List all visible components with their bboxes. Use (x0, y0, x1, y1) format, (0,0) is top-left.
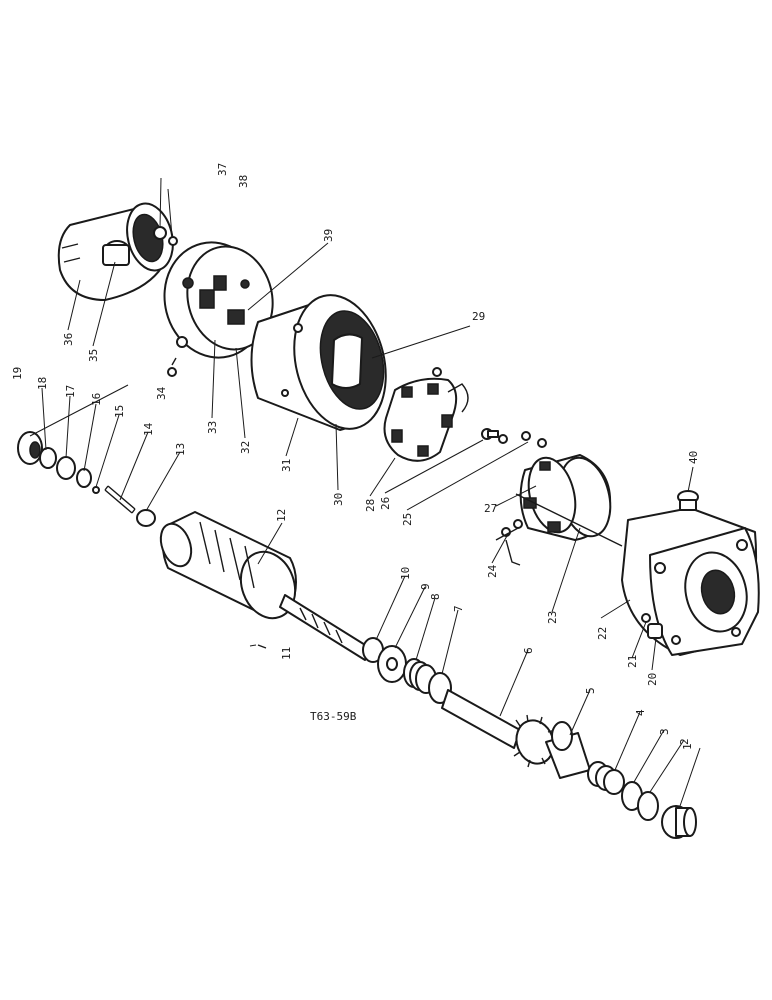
callout-19: 19 (11, 367, 24, 380)
ball-15 (92, 486, 100, 494)
pin-11 (257, 644, 267, 649)
washer-18 (39, 447, 57, 469)
callout-10: 10 (399, 567, 412, 580)
washer-16 (76, 468, 92, 488)
brush-holder (163, 241, 274, 359)
callout-14: 14 (142, 422, 155, 436)
armature (159, 511, 371, 661)
callout-39: 39 (322, 229, 335, 242)
screw-21 (641, 613, 651, 623)
callout-15: 15 (113, 405, 126, 418)
screw-25 (521, 431, 547, 448)
callout-30: 30 (332, 493, 345, 506)
drive-pinion (441, 689, 558, 768)
nut-1 (661, 805, 697, 839)
callout-4: 4 (634, 709, 647, 716)
washer-38 (168, 236, 178, 246)
callout-26: 26 (379, 497, 392, 510)
figure-reference-code: T63-59B (310, 710, 357, 723)
callout-9: 9 (419, 583, 432, 590)
washer-2 (637, 791, 659, 821)
leader-lines (29, 177, 701, 807)
callout-37: 37 (216, 163, 229, 176)
callout-12: 12 (275, 509, 288, 522)
drive-housing (621, 507, 760, 656)
callout-34: 34 (155, 386, 168, 400)
callout-17: 17 (64, 385, 77, 398)
callout-11: 11 (280, 647, 293, 660)
sleeve-5 (545, 721, 591, 779)
callout-28: 28 (364, 499, 377, 512)
callout-38: 38 (237, 175, 250, 188)
end-cover (57, 202, 174, 301)
plug-40 (677, 490, 699, 511)
washer-17 (56, 456, 76, 480)
callout-24: 24 (486, 564, 499, 578)
intermediate-bracket (519, 454, 612, 541)
callout-31: 31 (280, 459, 293, 472)
callout-1: 1 (681, 743, 694, 750)
field-coil (383, 367, 469, 462)
screw-37 (153, 226, 167, 240)
callout-33: 33 (206, 421, 219, 434)
callout-23: 23 (546, 611, 559, 624)
spring-4 (587, 761, 625, 795)
callout-labels: 1 2 3 4 5 6 7 8 9 10 11 12 13 14 15 16 1… (11, 163, 700, 750)
callout-20: 20 (646, 673, 659, 686)
callout-7: 7 (452, 605, 465, 612)
callout-2: 2 (678, 738, 691, 745)
callout-8: 8 (429, 593, 442, 600)
washer-13 (136, 509, 156, 527)
bushing-20 (647, 623, 663, 639)
callout-32: 32 (239, 441, 252, 454)
callout-36: 36 (62, 333, 75, 346)
callout-3: 3 (658, 728, 671, 735)
field-frame (250, 294, 387, 431)
callout-21: 21 (626, 655, 639, 668)
callout-5: 5 (584, 687, 597, 694)
screw-26 (481, 428, 508, 444)
callout-18: 18 (36, 377, 49, 390)
callout-29: 29 (472, 310, 485, 323)
screw-34 (167, 357, 177, 377)
callout-6: 6 (522, 647, 535, 654)
terminal-24 (495, 519, 523, 566)
callout-25: 25 (401, 513, 414, 526)
callout-22: 22 (596, 627, 609, 640)
callout-13: 13 (174, 443, 187, 456)
callout-27: 27 (484, 502, 497, 515)
nut-19 (17, 431, 43, 465)
callout-16: 16 (90, 393, 103, 406)
callout-40: 40 (687, 451, 700, 464)
through-bolt (515, 493, 623, 547)
callout-35: 35 (87, 349, 100, 362)
thrust-washer-9 (377, 645, 407, 683)
